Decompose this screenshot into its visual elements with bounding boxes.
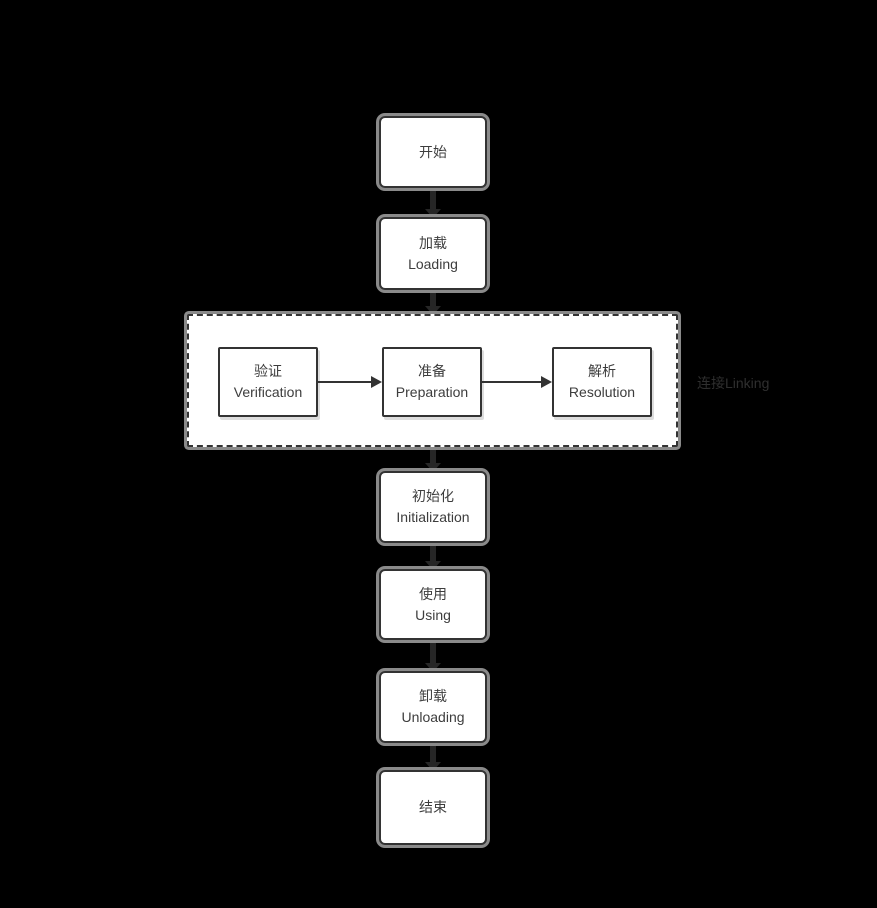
node-resolution-label-zh: 解析 bbox=[588, 363, 616, 379]
connector-using-to-unloading bbox=[425, 640, 441, 672]
node-initialization-label-en: Initialization bbox=[396, 509, 470, 525]
node-preparation-label-en: Preparation bbox=[395, 384, 469, 400]
node-initialization: 初始化 Initialization bbox=[379, 471, 487, 543]
connector-linking-to-initialization bbox=[425, 447, 441, 472]
node-resolution-label-en: Resolution bbox=[568, 384, 636, 400]
node-using-label-en: Using bbox=[415, 606, 451, 623]
node-preparation: 准备 Preparation bbox=[382, 347, 482, 417]
node-loading-label-zh: 加载 bbox=[419, 234, 447, 251]
node-resolution: 解析 Resolution bbox=[552, 347, 652, 417]
node-using: 使用 Using bbox=[379, 569, 487, 640]
linking-phase-label: 连接Linking bbox=[697, 375, 770, 391]
connector-loading-to-linking bbox=[425, 290, 441, 315]
node-unloading: 卸载 Unloading bbox=[379, 671, 487, 743]
node-preparation-label-zh: 准备 bbox=[418, 363, 446, 379]
node-verification-label-en: Verification bbox=[233, 384, 303, 400]
node-unloading-label-zh: 卸载 bbox=[419, 688, 447, 704]
node-start-label: 开始 bbox=[419, 143, 447, 160]
node-loading-label-en: Loading bbox=[408, 255, 458, 272]
connector-start-to-loading bbox=[425, 188, 441, 218]
connector-initialization-to-using bbox=[425, 543, 441, 570]
node-initialization-label-zh: 初始化 bbox=[412, 488, 454, 504]
arrow-preparation-to-resolution bbox=[482, 376, 552, 388]
connector-unloading-to-end bbox=[425, 743, 441, 771]
node-loading: 加载 Loading bbox=[379, 217, 487, 290]
node-end: 结束 bbox=[379, 770, 487, 845]
node-using-label-zh: 使用 bbox=[419, 585, 447, 602]
node-end-label: 结束 bbox=[419, 799, 447, 815]
node-verification-label-zh: 验证 bbox=[254, 363, 282, 379]
arrow-verification-to-preparation bbox=[318, 376, 382, 388]
node-start: 开始 bbox=[379, 116, 487, 188]
node-verification: 验证 Verification bbox=[218, 347, 318, 417]
node-unloading-label-en: Unloading bbox=[401, 709, 465, 725]
